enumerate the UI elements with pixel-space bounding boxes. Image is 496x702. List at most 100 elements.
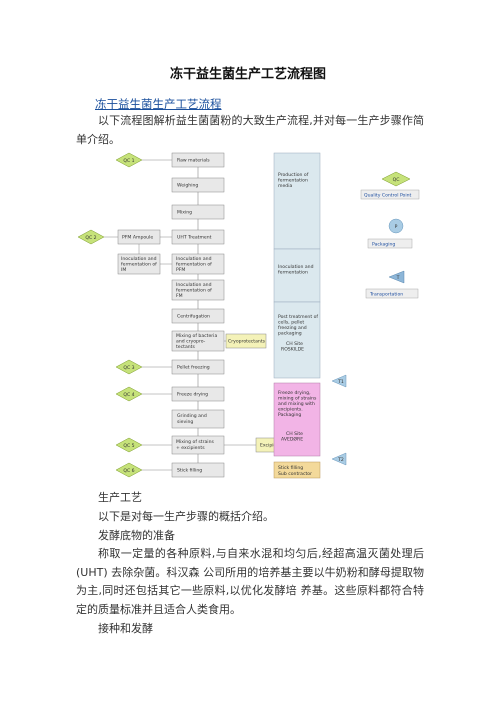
legend-packaging: P Packaging xyxy=(367,218,413,249)
svg-text:tectants: tectants xyxy=(176,344,195,350)
step-freeze-drying: Freeze drying xyxy=(171,386,225,402)
svg-text:fermentation: fermentation xyxy=(278,270,308,276)
qc3-diamond: QC 3 xyxy=(115,359,172,375)
transport-t2-icon: T2 xyxy=(331,452,347,466)
svg-text:P: P xyxy=(395,224,398,230)
svg-text:sieving: sieving xyxy=(177,419,193,425)
step-fermentation-fm: Inoculation and fermentation of FM xyxy=(171,279,225,301)
svg-text:T1: T1 xyxy=(337,379,344,385)
svg-text:fermentation of: fermentation of xyxy=(121,262,157,268)
svg-text:and mixing with: and mixing with xyxy=(278,401,315,407)
svg-text:FM: FM xyxy=(176,293,183,299)
svg-text:PFM: PFM xyxy=(176,267,185,273)
svg-text:QC: QC xyxy=(393,177,400,183)
svg-text:Inoculation and: Inoculation and xyxy=(176,282,212,288)
svg-text:AVEDØRE: AVEDØRE xyxy=(281,436,303,443)
site-panel-subcontractor: Stick filling Sub contractor xyxy=(273,461,321,479)
step-grinding-sieving: Grinding and sieving xyxy=(171,409,225,429)
subsection-heading-inoculation: 接种和发酵 xyxy=(98,622,153,635)
svg-text:and cryopro-: and cryopro- xyxy=(176,339,206,345)
substrate-paragraph: 称取一定量的各种原料,与自来水混和均匀后,经超高温灭菌处理后(UHT) 去除杂菌… xyxy=(76,547,424,616)
section-heading: 生产工艺 xyxy=(98,491,142,504)
step-mixing: Mixing xyxy=(171,204,225,220)
section-intro: 以下是对每一生产步骤的概括介绍。 xyxy=(98,510,274,523)
intro-paragraph: 以下流程图解析益生菌菌粉的大致生产流程,并对每一生产步骤作简单介绍。 xyxy=(76,114,424,146)
qc5-diamond: QC 5 xyxy=(115,437,172,453)
svg-text:ROSKILDE: ROSKILDE xyxy=(281,347,304,353)
svg-text:Stick filling: Stick filling xyxy=(177,468,202,474)
qc2-diamond: QC 2 xyxy=(77,229,118,245)
svg-text:Freeze drying,: Freeze drying, xyxy=(278,390,311,396)
svg-text:UHT Treatment: UHT Treatment xyxy=(177,235,212,241)
svg-text:QC 6: QC 6 xyxy=(123,468,134,474)
svg-text:Centrifugation: Centrifugation xyxy=(177,314,210,320)
svg-text:QC 2: QC 2 xyxy=(85,235,96,241)
site-panel-media: Production of fermentation media xyxy=(273,152,321,250)
svg-text:Mixing of strains: Mixing of strains xyxy=(176,439,214,445)
svg-text:T2: T2 xyxy=(337,457,344,463)
transport-t1-icon: T1 xyxy=(331,374,347,388)
step-stick-filling: Stick filling xyxy=(171,462,225,478)
svg-text:fermentation: fermentation xyxy=(278,178,308,184)
svg-text:QC 5: QC 5 xyxy=(123,443,134,449)
svg-text:cells, pellet: cells, pellet xyxy=(278,320,304,326)
svg-text:+ excipients: + excipients xyxy=(176,445,205,451)
svg-text:freezing and: freezing and xyxy=(278,325,307,331)
step-mixing-excipients: Mixing of strains + excipients xyxy=(171,435,225,455)
site-panel-avedore: Freeze drying, mixing of strains and mix… xyxy=(273,382,321,457)
svg-text:Packaging: Packaging xyxy=(278,412,301,418)
svg-text:QC 3: QC 3 xyxy=(123,365,134,371)
step-fermentation-im: Inoculation and fermentation of IM xyxy=(117,244,172,275)
svg-text:Inoculation and: Inoculation and xyxy=(121,256,157,262)
svg-text:Mixing of bacteria: Mixing of bacteria xyxy=(176,333,217,339)
svg-text:Inoculation and: Inoculation and xyxy=(176,256,212,262)
svg-text:Packaging: Packaging xyxy=(372,242,395,248)
svg-text:CH Site: CH Site xyxy=(286,341,303,347)
svg-text:QC 4: QC 4 xyxy=(123,392,134,398)
svg-text:CH Site: CH Site xyxy=(286,431,303,437)
svg-text:packaging: packaging xyxy=(278,331,302,337)
svg-text:PFM Ampoule: PFM Ampoule xyxy=(122,235,153,241)
step-weighing: Weighing xyxy=(171,177,225,193)
svg-text:Cryoprotectants: Cryoprotectants xyxy=(228,339,266,345)
svg-text:Production of: Production of xyxy=(278,172,309,178)
step-pellet-freezing: Pellet freezing xyxy=(171,359,225,375)
svg-text:Quality Control Point: Quality Control Point xyxy=(364,193,412,199)
svg-text:mixing of strains: mixing of strains xyxy=(278,396,317,402)
svg-text:Mixing: Mixing xyxy=(177,210,192,216)
step-centrifugation: Centrifugation xyxy=(171,308,225,324)
svg-text:Grinding and: Grinding and xyxy=(177,413,207,419)
svg-text:Freeze drying: Freeze drying xyxy=(177,392,208,398)
svg-text:Transportation: Transportation xyxy=(369,292,403,298)
svg-text:Excipients: Excipients xyxy=(260,443,284,449)
step-mixing-cryoprotectants: Mixing of bacteria and cryopro- tectants xyxy=(171,330,225,352)
svg-text:Weighing: Weighing xyxy=(177,183,198,189)
subsection-heading-substrate: 发酵底物的准备 xyxy=(98,529,175,542)
site-panel-inoculation: Inoculation and fermentation xyxy=(273,248,321,303)
flowchart-link[interactable]: 冻干益生菌生产工艺流程 xyxy=(95,97,222,111)
qc4-diamond: QC 4 xyxy=(115,386,172,402)
svg-text:Inoculation and: Inoculation and xyxy=(278,264,314,270)
svg-text:excipients.: excipients. xyxy=(278,407,303,413)
step-fermentation-pfm: Inoculation and fermentation of PFM xyxy=(171,253,225,275)
cryoprotectants-box: Cryoprotectants xyxy=(224,333,267,349)
svg-text:media: media xyxy=(278,183,292,189)
svg-text:Post treatment of: Post treatment of xyxy=(278,314,318,320)
qc6-diamond: QC 6 xyxy=(115,462,172,478)
svg-text:IM: IM xyxy=(121,267,126,273)
svg-text:Pellet freezing: Pellet freezing xyxy=(177,365,210,371)
svg-text:fermentation of: fermentation of xyxy=(176,262,212,268)
legend-transportation: T Transportation xyxy=(365,270,419,299)
document-title: 冻干益生菌生产工艺流程图 xyxy=(169,67,326,82)
svg-text:Raw materials: Raw materials xyxy=(177,158,210,164)
qc1-diamond: QC 1 xyxy=(115,152,172,168)
svg-text:Stick filling: Stick filling xyxy=(278,465,303,471)
legend-qc: QC Quality Control Point xyxy=(360,171,420,200)
process-flowchart: Raw materials Weighing Mixing UHT Treatm… xyxy=(76,150,426,482)
svg-text:QC 1: QC 1 xyxy=(123,158,134,164)
step-raw-materials: Raw materials xyxy=(171,152,225,168)
svg-text:fermentation of: fermentation of xyxy=(176,288,212,294)
step-uht-treatment: UHT Treatment xyxy=(171,229,225,245)
site-panel-roskilde: Post treatment of cells, pellet freezing… xyxy=(273,301,321,379)
svg-text:T: T xyxy=(396,275,400,281)
